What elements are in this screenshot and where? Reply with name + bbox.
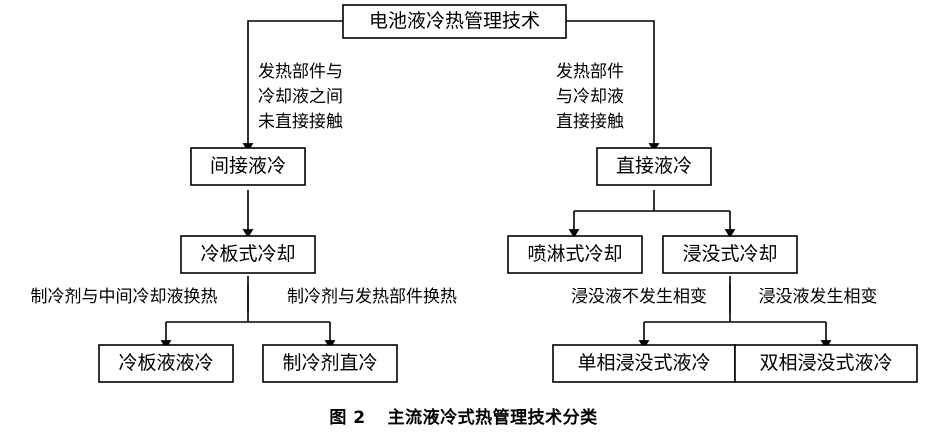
node-cold-plate-cooling[interactable]: 冷板式冷却 <box>180 235 316 274</box>
edge-label-root-to-direct-line1: 发热部件 <box>556 62 624 81</box>
node-plate-liquid-liquid[interactable]: 冷板液液冷 <box>98 344 234 383</box>
node-single-phase-immersion-label: 单相浸没式液冷 <box>577 352 710 374</box>
edge-label-root-to-indirect-line2: 冷却液之间 <box>258 87 343 106</box>
node-spray-label: 喷淋式冷却 <box>527 243 622 265</box>
node-immersion-cooling[interactable]: 浸没式冷却 <box>662 235 798 274</box>
node-single-phase-immersion[interactable]: 单相浸没式液冷 <box>552 344 736 383</box>
node-refrigerant-direct-cooling[interactable]: 制冷剂直冷 <box>262 344 398 383</box>
node-refrigerant-direct-label: 制冷剂直冷 <box>282 352 377 374</box>
node-root[interactable]: 电池液冷热管理技术 <box>342 4 567 39</box>
node-immersion-label: 浸没式冷却 <box>682 243 777 265</box>
edge-root-to-indirect <box>242 20 343 152</box>
edge-label-root-to-indirect-line1: 发热部件与 <box>258 62 343 81</box>
node-spray-cooling[interactable]: 喷淋式冷却 <box>507 235 643 274</box>
edge-label-root-to-direct-line3: 直接接触 <box>556 112 624 131</box>
node-plate-liquid-liquid-label: 冷板液液冷 <box>118 352 213 374</box>
node-dual-phase-immersion[interactable]: 双相浸没式液冷 <box>734 344 918 383</box>
edge-label-cold-plate-right: 制冷剂与发热部件换热 <box>287 287 457 306</box>
figure-caption-number: 图 2 <box>329 408 366 428</box>
node-direct-label: 直接液冷 <box>616 155 692 177</box>
edge-label-root-to-indirect-line3: 未直接接触 <box>258 112 343 131</box>
figure-caption-title: 主流液冷式热管理技术分类 <box>387 408 598 428</box>
edge-label-root-to-direct-line2: 与冷却液 <box>556 87 624 106</box>
edge-label-root-to-direct: 发热部件 与冷却液 直接接触 <box>556 62 624 131</box>
node-indirect-liquid-cooling[interactable]: 间接液冷 <box>190 147 306 186</box>
figure-caption: 图 2 主流液冷式热管理技术分类 <box>0 403 927 428</box>
edge-label-cold-plate-left: 制冷剂与中间冷却液换热 <box>31 287 218 306</box>
edge-label-immersion-right: 浸没液发生相变 <box>759 287 878 306</box>
edge-root-to-direct <box>566 20 660 152</box>
node-cold-plate-label: 冷板式冷却 <box>200 243 295 265</box>
edge-label-root-to-indirect: 发热部件与 冷却液之间 未直接接触 <box>258 62 343 131</box>
node-root-label: 电池液冷热管理技术 <box>369 10 540 32</box>
node-direct-liquid-cooling[interactable]: 直接液冷 <box>596 147 712 186</box>
edge-label-immersion-left: 浸没液不发生相变 <box>571 287 707 306</box>
node-indirect-label: 间接液冷 <box>210 155 286 177</box>
node-dual-phase-immersion-label: 双相浸没式液冷 <box>759 352 892 374</box>
